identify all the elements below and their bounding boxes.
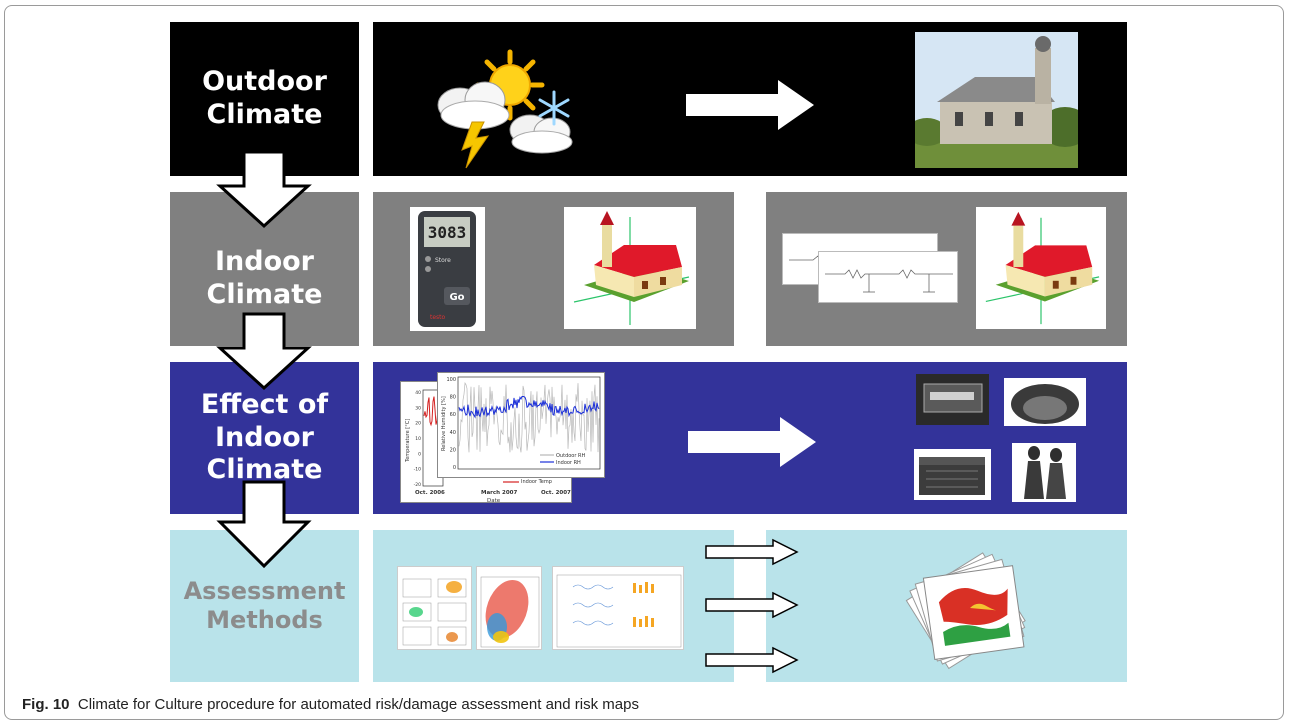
data-logger-photo: 3083 Store Go testo [410, 207, 485, 331]
temp-ylabel: Temperature [°C] [405, 419, 411, 463]
effect-label: Effect of Indoor Climate [170, 362, 359, 514]
x-tick-oct-2007: Oct. 2007 [541, 490, 571, 496]
rh-tick-80: 80 [450, 395, 456, 401]
rh-tick-60: 60 [450, 412, 456, 418]
effect-label-text: Effect of Indoor Climate [200, 388, 329, 486]
legend-outdoor-rh: Outdoor RH [556, 453, 585, 459]
logger-button-go: Go [449, 292, 464, 303]
logger-button-store: Store [435, 257, 451, 264]
series-indoor-rh [458, 396, 600, 419]
church-model-left [564, 207, 696, 329]
legend-indoor-temp: Indoor Temp [521, 479, 552, 485]
temp-tick-0: 0 [418, 451, 421, 457]
caption-text: Climate for Culture procedure for automa… [77, 696, 639, 713]
figure-caption: Fig. 10 Climate for Culture procedure fo… [22, 696, 639, 713]
snowflake-icon [538, 90, 570, 126]
legend-indoor-rh: Indoor RH [556, 460, 581, 466]
x-tick-march-2007: March 2007 [481, 490, 517, 496]
arrow-down-icon-1 [216, 150, 312, 229]
outdoor-climate-text: Outdoor Climate [202, 66, 327, 130]
arrow-right-icon-a1 [705, 538, 799, 566]
temp-tick--10: -10 [414, 467, 421, 473]
humidity-chart: Relative Humidity [%] 100 80 60 40 20 0 Outdo… [437, 372, 605, 478]
temp-y-ticks: 40 30 20 10 0 -10 -20 [414, 390, 421, 488]
arrow-right-icon-a2 [705, 591, 799, 619]
outdoor-label-band [170, 22, 359, 176]
indoor-climate-label: Indoor Climate [170, 212, 359, 346]
assessment-label: Assessment Methods [170, 530, 359, 682]
indoor-climate-text: Indoor Climate [206, 246, 323, 310]
series-outdoor-rh [458, 382, 600, 453]
risk-maps-stack [905, 552, 1026, 670]
assessment-plot-scatter [397, 566, 472, 650]
logger-brand: testo [430, 314, 446, 321]
rh-tick-20: 20 [450, 447, 456, 453]
temp-tick--20: -20 [414, 482, 421, 488]
cloud-icon [437, 81, 510, 130]
rh-ylabel: Relative Humidity [%] [441, 396, 447, 451]
artifact-photo-showcase [916, 374, 989, 425]
thermal-network-diagram-front [818, 251, 958, 303]
artifact-photo-chest [914, 449, 991, 500]
rh-tick-40: 40 [450, 430, 456, 436]
x-axis-label: Date [487, 498, 501, 504]
temp-tick-30: 30 [415, 405, 421, 411]
assessment-label-text: Assessment Methods [183, 576, 346, 634]
temp-tick-10: 10 [415, 436, 421, 442]
artifact-photo-statues [1012, 443, 1076, 502]
church-photo [915, 32, 1078, 168]
artifact-photo-vault [1004, 378, 1086, 426]
cloud-small-icon [509, 114, 573, 154]
arrow-down-icon-3 [216, 480, 312, 569]
figure-frame [4, 5, 1284, 720]
arrow-right-icon-effect [688, 417, 816, 467]
rh-y-ticks: 100 80 60 40 20 0 [446, 377, 456, 471]
rh-tick-100: 100 [446, 377, 456, 383]
weather-icon [437, 49, 573, 169]
rh-series [458, 382, 600, 453]
assessment-plot-panels [552, 566, 684, 650]
x-tick-oct-2006: Oct. 2006 [415, 490, 445, 496]
arrow-down-icon-2 [216, 312, 312, 391]
arrow-right-icon [686, 80, 814, 130]
outdoor-climate-label: Outdoor Climate [170, 22, 359, 176]
arrow-right-icon-a3 [705, 646, 799, 674]
temp-tick-20: 20 [415, 421, 421, 427]
rh-tick-0: 0 [453, 465, 456, 471]
church-model-right [976, 207, 1106, 329]
lightning-icon [461, 121, 490, 169]
temp-tick-40: 40 [415, 390, 421, 396]
assessment-plot-density [476, 566, 542, 650]
caption-label: Fig. 10 [22, 696, 70, 713]
logger-display: 3083 [428, 223, 467, 242]
